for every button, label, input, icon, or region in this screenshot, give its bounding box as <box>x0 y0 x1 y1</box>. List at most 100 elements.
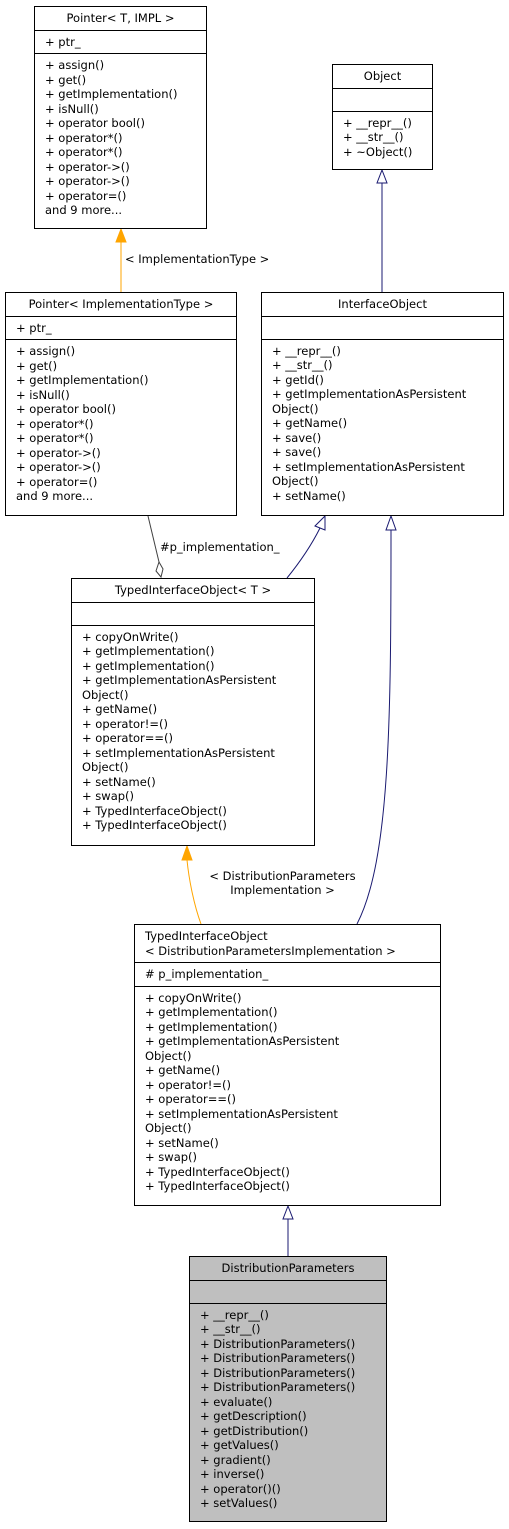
class-name-line: InterfaceObject <box>338 297 427 311</box>
method: + swap() <box>145 1150 198 1164</box>
method: Object() <box>145 1048 192 1063</box>
attributes-section: + ptr_ <box>6 317 236 340</box>
method: + operator=() <box>16 474 98 489</box>
class-name-line: Pointer< ImplementationType > <box>28 297 214 311</box>
method: + operator!=() <box>82 716 168 731</box>
method: + operator==() <box>145 1092 236 1106</box>
attributes-section <box>333 89 432 112</box>
method: + TypedInterfaceObject() <box>145 1164 290 1179</box>
method: + get() <box>45 72 87 87</box>
method: + getId() <box>272 372 324 387</box>
method: + ~Object() <box>343 144 413 159</box>
method: Object() <box>82 760 129 774</box>
method: + DistributionParameters() <box>200 1365 356 1380</box>
class-object[interactable]: Object + __repr__()+ __str__()+ ~Object() <box>332 64 433 170</box>
method: Object() <box>272 474 319 488</box>
method: + operator bool() <box>16 402 116 416</box>
method: + swap() <box>82 789 135 803</box>
class-typed-interface-object-t[interactable]: TypedInterfaceObject< T > + copyOnWrite()… <box>71 578 315 846</box>
attributes-section <box>262 317 503 340</box>
class-name: DistributionParameters <box>190 1257 386 1281</box>
method: + TypedInterfaceObject() <box>145 1179 290 1193</box>
method: + DistributionParameters() <box>200 1351 356 1365</box>
method: + getName() <box>82 702 158 716</box>
class-typed-interface-object-dp[interactable]: TypedInterfaceObject< DistributionParame… <box>134 924 441 1206</box>
method: + getName() <box>272 416 348 430</box>
method: + operator bool() <box>45 116 145 130</box>
methods-section: + __repr__()+ __str__()+ DistributionPar… <box>190 1304 386 1515</box>
arrowhead-inherit-object <box>376 168 388 184</box>
method: + gradient() <box>200 1452 271 1467</box>
attribute: + ptr_ <box>45 34 81 49</box>
method: Object() <box>82 687 129 702</box>
edge-label-p-implementation: #p_implementation_ <box>160 540 280 554</box>
method: and 9 more... <box>45 203 123 217</box>
edge-template-tio <box>186 859 202 925</box>
method: + getImplementationAsPersistent <box>272 387 467 401</box>
method: + setName() <box>82 774 156 789</box>
arrowhead-inherit-interfaceobject-1 <box>314 514 326 531</box>
method: + isNull() <box>16 387 70 402</box>
method: + __str__() <box>343 130 404 144</box>
method: + save() <box>272 445 322 459</box>
method: + __repr__() <box>343 115 412 130</box>
class-pointer-t-impl[interactable]: Pointer< T, IMPL >+ ptr_+ assign()+ get(… <box>34 6 207 229</box>
method: + isNull() <box>45 101 99 116</box>
method: + DistributionParameters() <box>200 1336 356 1351</box>
method: + assign() <box>16 344 76 358</box>
methods-section: + __repr__()+ __str__()+ ~Object() <box>333 112 432 164</box>
edge-label-dp-line1: < DistributionParameters <box>209 869 356 883</box>
class-name-line: TypedInterfaceObject <box>145 929 268 943</box>
attribute: + ptr_ <box>16 320 52 335</box>
method: + operator*() <box>45 145 123 159</box>
methods-section: + copyOnWrite()+ getImplementation()+ ge… <box>135 987 440 1198</box>
method: + getImplementation() <box>82 658 215 673</box>
method: + operator==() <box>82 731 173 745</box>
method: + __str__() <box>200 1322 261 1336</box>
class-name-line: Object <box>363 69 402 83</box>
method: + getImplementationAsPersistent <box>145 1034 340 1048</box>
edge-inherit-tiot-interfaceobject <box>286 527 321 579</box>
methods-section: + assign()+ get()+ getImplementation()+ … <box>35 54 206 222</box>
method: + operator->() <box>16 445 101 460</box>
method: + copyOnWrite() <box>82 629 179 644</box>
arrowhead-inherit-interfaceobject-2 <box>385 514 397 531</box>
class-interface-object[interactable]: InterfaceObject + __repr__()+ __str__()+ … <box>261 292 504 516</box>
class-name: Pointer< ImplementationType > <box>6 293 236 317</box>
edge-composition-p-impl <box>147 515 160 563</box>
method: + operator!=() <box>145 1077 231 1092</box>
method: + operator->() <box>45 174 130 188</box>
class-name: InterfaceObject <box>262 293 503 317</box>
method: + getDescription() <box>200 1409 307 1423</box>
method: + operator=() <box>45 188 127 203</box>
method: + getValues() <box>200 1438 279 1452</box>
method: + getName() <box>145 1063 221 1077</box>
method: + getImplementation() <box>16 373 149 387</box>
edge-label-dp-implementation: < DistributionParameters Implementation … <box>200 869 365 897</box>
class-pointer-implementation-type[interactable]: Pointer< ImplementationType > + ptr_ + ass… <box>5 292 237 516</box>
methods-section: + __repr__()+ __str__()+ getId()+ getImp… <box>262 340 503 508</box>
attributes-section: # p_implementation_ <box>135 963 440 987</box>
class-name: TypedInterfaceObject< DistributionParame… <box>135 925 440 963</box>
arrowhead-inherit-tiodp <box>282 1204 294 1220</box>
method: + inverse() <box>200 1467 265 1481</box>
method: and 9 more... <box>16 489 94 503</box>
method: + getDistribution() <box>200 1423 309 1438</box>
class-distribution-parameters[interactable]: DistributionParameters + __repr__()+ __st… <box>189 1256 387 1522</box>
method: + getImplementation() <box>145 1019 278 1034</box>
method: + DistributionParameters() <box>200 1380 356 1394</box>
method: + setName() <box>145 1135 219 1150</box>
method: + TypedInterfaceObject() <box>82 818 227 832</box>
method: + getImplementation() <box>145 1005 278 1019</box>
method: + setValues() <box>200 1496 278 1510</box>
methods-section: + assign()+ get()+ getImplementation()+ … <box>6 340 236 508</box>
method: + getImplementation() <box>82 644 215 658</box>
class-name-line: TypedInterfaceObject< T > <box>114 583 272 597</box>
edge-inherit-tiodp-interfaceobject <box>356 529 392 925</box>
method: Object() <box>272 401 319 416</box>
attribute: # p_implementation_ <box>145 967 269 981</box>
edge-label-implementation-type: < ImplementationType > <box>125 252 270 266</box>
attributes-section: + ptr_ <box>35 31 206 54</box>
method: + assign() <box>45 58 105 72</box>
